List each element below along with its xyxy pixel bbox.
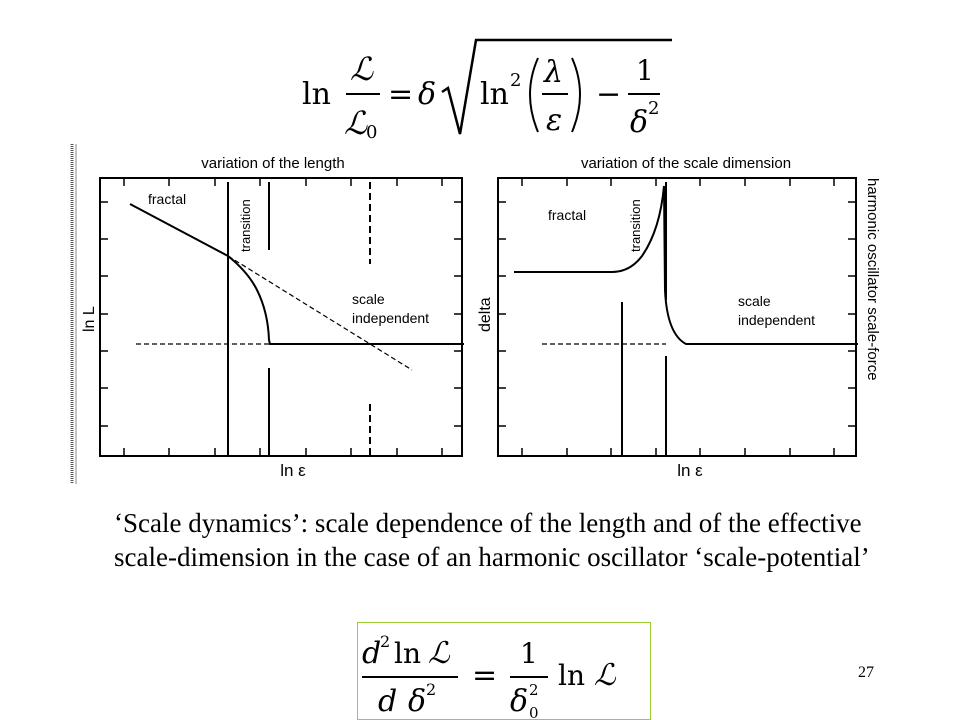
left-xlabel: ln ε xyxy=(280,461,306,480)
bf-delta0-sub: 0 xyxy=(529,704,539,719)
bf-ln: ln xyxy=(394,637,421,670)
left-chart-title: variation of the length xyxy=(201,155,344,172)
bf-equals: = xyxy=(472,658,497,693)
formula-lambda: λ xyxy=(543,55,563,90)
formula-delta-den-sq: 2 xyxy=(648,98,659,119)
formula-denominator-sub: 0 xyxy=(366,122,377,142)
top-formula: ln ℒ ℒ 0 = δ ln 2 λ ε − 1 δ 2 xyxy=(302,38,672,142)
bf-delta0-sup: 2 xyxy=(529,681,539,699)
page-number: 27 xyxy=(858,664,874,681)
formula-ln-sq: 2 xyxy=(510,70,521,91)
left-label-scale: scale xyxy=(352,291,385,307)
formula-epsilon: ε xyxy=(546,103,562,138)
right-label-transition: transition xyxy=(628,199,643,252)
left-paren xyxy=(529,57,539,133)
right-fractal-branch xyxy=(514,185,665,273)
bottom-formula: d 2 ln ℒ d δ 2 = 1 δ 2 0 ln ℒ xyxy=(362,632,617,719)
left-label-transition: transition xyxy=(238,199,253,252)
right-label-fractal: fractal xyxy=(548,207,586,223)
bf-d: d xyxy=(362,636,381,671)
right-ylabel: delta xyxy=(477,297,494,332)
left-chart-ticks xyxy=(100,178,462,456)
formula-equals: = xyxy=(388,77,413,112)
bf-delta: δ xyxy=(408,684,426,719)
bf-delta-sup: 2 xyxy=(426,680,436,699)
sqrt-sign xyxy=(441,38,672,135)
right-label-independent: independent xyxy=(738,312,815,328)
figure-caption: ‘Scale dynamics’: scale dependence of th… xyxy=(114,508,870,572)
formula-one: 1 xyxy=(636,54,654,87)
formula-ln2: ln xyxy=(480,77,509,112)
right-xlabel: ln ε xyxy=(677,461,703,480)
left-label-fractal: fractal xyxy=(148,191,186,207)
right-paren xyxy=(571,57,581,133)
formula-delta: δ xyxy=(418,77,436,112)
bf-d-den: d xyxy=(378,684,397,719)
bf-one: 1 xyxy=(520,637,538,670)
formula-ln: ln xyxy=(302,77,331,112)
left-chart: variation of the length fractal transiti… xyxy=(81,155,464,480)
bf-d-sup: 2 xyxy=(380,632,390,651)
right-chart: variation of the scale dimension fractal… xyxy=(477,155,881,480)
bf-L: ℒ xyxy=(428,636,451,671)
formula-denominator: ℒ xyxy=(344,104,368,142)
left-ylabel: ln L xyxy=(81,306,98,332)
right-side-label: harmonic oscillator scale-force xyxy=(864,178,881,381)
left-chart-frame xyxy=(99,177,463,457)
right-chart-frame xyxy=(497,177,857,457)
formula-delta-den: δ xyxy=(630,105,648,140)
figure: variation of the length fractal transiti… xyxy=(70,144,881,484)
right-chart-title: variation of the scale dimension xyxy=(581,155,791,172)
formula-numerator: ℒ xyxy=(350,50,374,88)
right-chart-ticks xyxy=(498,178,856,456)
right-label-scale: scale xyxy=(738,293,771,309)
left-length-curve xyxy=(129,203,464,345)
bf-ln-right: ln xyxy=(558,659,585,692)
bf-L-right: ℒ xyxy=(594,658,617,693)
bf-delta0: δ xyxy=(510,684,528,719)
formula-minus: − xyxy=(596,77,621,112)
left-fractal-extension xyxy=(227,255,413,371)
left-label-independent: independent xyxy=(352,310,429,326)
